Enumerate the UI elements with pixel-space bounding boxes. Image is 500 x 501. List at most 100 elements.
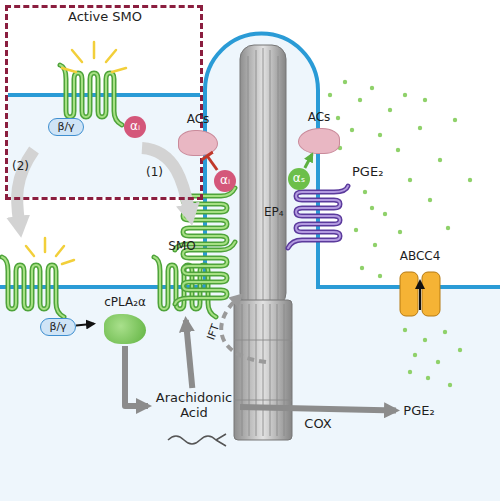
connector-arrow	[76, 324, 94, 326]
callout-number: (2)	[12, 160, 29, 174]
pge2-molecules	[370, 86, 374, 90]
metabolite: Arachidonic Acid	[148, 388, 240, 424]
ep4-receptor	[288, 186, 348, 248]
connector-arrow	[305, 154, 312, 168]
g-beta-gamma: β/γ	[48, 118, 84, 136]
molecule-label: PGE₂	[352, 165, 383, 180]
g-alpha-i: αᵢ	[124, 116, 146, 138]
pge2-molecules	[446, 226, 450, 230]
connector-arrow	[186, 320, 193, 388]
node-label: Arachidonic Acid	[148, 388, 240, 424]
plasma-membrane	[0, 33, 500, 287]
g-alpha-i: αᵢ	[214, 170, 236, 192]
cpla2-enzyme: cPLA₂α	[94, 296, 156, 346]
pge2-molecules	[443, 330, 447, 334]
abcc4-transporter	[400, 272, 440, 316]
node-label: Active SMO	[68, 10, 142, 25]
connector-arrow	[125, 346, 148, 406]
axoneme	[270, 50, 271, 304]
activation-sparkles	[112, 68, 126, 72]
pge2-molecules	[328, 80, 472, 387]
activation-sparkles	[106, 50, 116, 62]
pge2-molecules	[438, 158, 442, 162]
smo-receptor	[2, 257, 64, 317]
pge2-molecules	[423, 98, 427, 102]
basal-body	[270, 304, 271, 436]
basal-body	[277, 304, 278, 436]
pge2-molecules	[383, 212, 387, 216]
axoneme	[240, 45, 286, 307]
basal-body	[263, 304, 264, 436]
axoneme	[263, 48, 264, 304]
activation-sparkles	[62, 68, 76, 72]
node-label: αₛ	[288, 168, 310, 190]
basal-body	[234, 300, 292, 440]
pge2-molecules	[453, 118, 457, 122]
activation-sparkles	[44, 238, 47, 252]
pge2-molecules	[403, 328, 407, 332]
node-label: EP₄	[264, 206, 284, 220]
ep4-receptor: EP₄	[288, 188, 350, 252]
adenylyl-cyclase: ACs	[178, 130, 218, 156]
translocation-arrow	[17, 148, 189, 222]
node-label: ABCC4	[384, 250, 456, 264]
basal-body	[256, 304, 257, 436]
smo-receptor	[2, 257, 64, 317]
edge-label: COX	[304, 417, 331, 432]
pge2-molecules	[436, 360, 440, 364]
ep4-receptor	[288, 186, 348, 248]
enzyme-shape	[104, 314, 146, 344]
pge2-molecules	[370, 206, 374, 210]
connector-arrow	[207, 156, 217, 170]
pge2-molecules	[413, 353, 417, 357]
ift-arrow	[221, 300, 266, 362]
node-label: β/γ	[49, 119, 83, 135]
node-label: cPLA₂α	[90, 296, 160, 310]
connector-arrow	[240, 407, 396, 411]
dashed-region: Active SMO β/γ αᵢ	[5, 5, 203, 200]
pge2-molecules	[343, 80, 347, 84]
basal-body	[234, 400, 292, 401]
basal-body	[234, 304, 292, 436]
translocation-arrow	[142, 148, 189, 210]
pge2-molecules	[408, 178, 412, 182]
ep4-receptor	[288, 186, 348, 248]
pge2-molecules	[423, 338, 427, 342]
activation-sparkles	[93, 42, 96, 58]
pge2-molecules	[418, 126, 422, 130]
pge2-molecules	[360, 266, 364, 270]
pge2-molecules	[358, 98, 362, 102]
node-label: ACs	[293, 111, 345, 125]
pge2-molecules	[354, 228, 358, 232]
pge2-molecules	[403, 93, 407, 97]
node-label: αᵢ	[214, 170, 236, 192]
metabolite: PGE₂	[396, 402, 442, 420]
node-label: β/γ	[41, 319, 75, 335]
axoneme	[240, 45, 286, 307]
basal-body	[284, 304, 285, 436]
axoneme	[256, 50, 257, 304]
node-label: ACs	[173, 113, 223, 127]
abcc4-transporter	[400, 272, 418, 316]
pge2-molecules	[350, 128, 354, 132]
pge2-molecules	[426, 376, 430, 380]
abcc4-transporter	[419, 286, 421, 310]
pge2-molecules	[468, 178, 472, 182]
abcc4-transporter: ABCC4	[398, 268, 442, 318]
activation-sparkles	[72, 50, 82, 62]
pge2-molecules	[428, 198, 432, 202]
smo-receptor	[60, 65, 122, 125]
node-label: SMO	[150, 240, 214, 254]
basal-body	[249, 304, 250, 436]
node-label: PGE₂	[396, 402, 442, 420]
activation-sparkles	[56, 246, 64, 256]
pge2-molecules	[448, 383, 452, 387]
fatty-acid-icon	[168, 434, 226, 446]
axoneme	[248, 56, 249, 304]
axoneme	[248, 48, 278, 304]
g-beta-gamma: β/γ	[40, 318, 76, 336]
node-label: αᵢ	[124, 116, 146, 138]
basal-body	[234, 340, 292, 341]
pge2-molecules	[378, 133, 382, 137]
